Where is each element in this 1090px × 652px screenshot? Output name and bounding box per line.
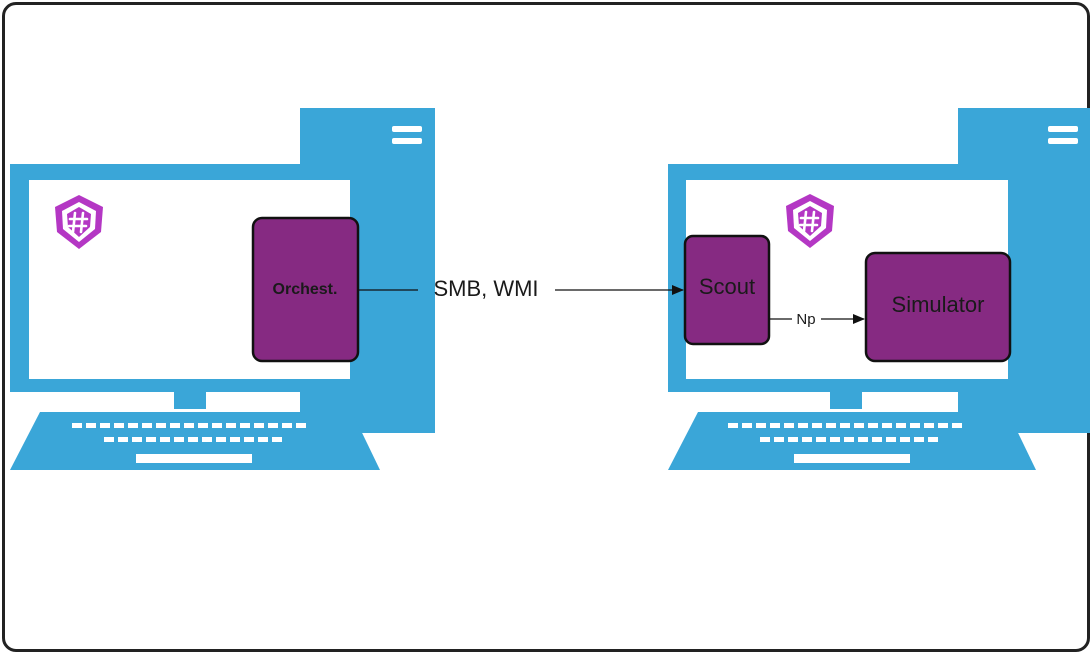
simulator-label: Simulator: [892, 292, 985, 317]
edge-orchestrator-scout: SMB, WMI: [358, 276, 684, 301]
edge-label-np: Np: [796, 311, 815, 328]
left-computer: Orchest.: [10, 108, 435, 470]
right-keyboard: [668, 412, 1036, 470]
scout-label: Scout: [699, 274, 755, 299]
left-keyboard: [10, 412, 380, 470]
edge-scout-simulator: Np: [769, 311, 865, 328]
right-computer: Scout Simulator: [668, 108, 1090, 470]
orchestrator-label: Orchest.: [273, 281, 338, 298]
simulator-box[interactable]: Simulator: [864, 251, 1012, 363]
scout-box[interactable]: Scout: [683, 234, 771, 346]
edge-label-smb-wmi: SMB, WMI: [433, 276, 538, 301]
orchestrator-box[interactable]: Orchest.: [251, 216, 360, 363]
